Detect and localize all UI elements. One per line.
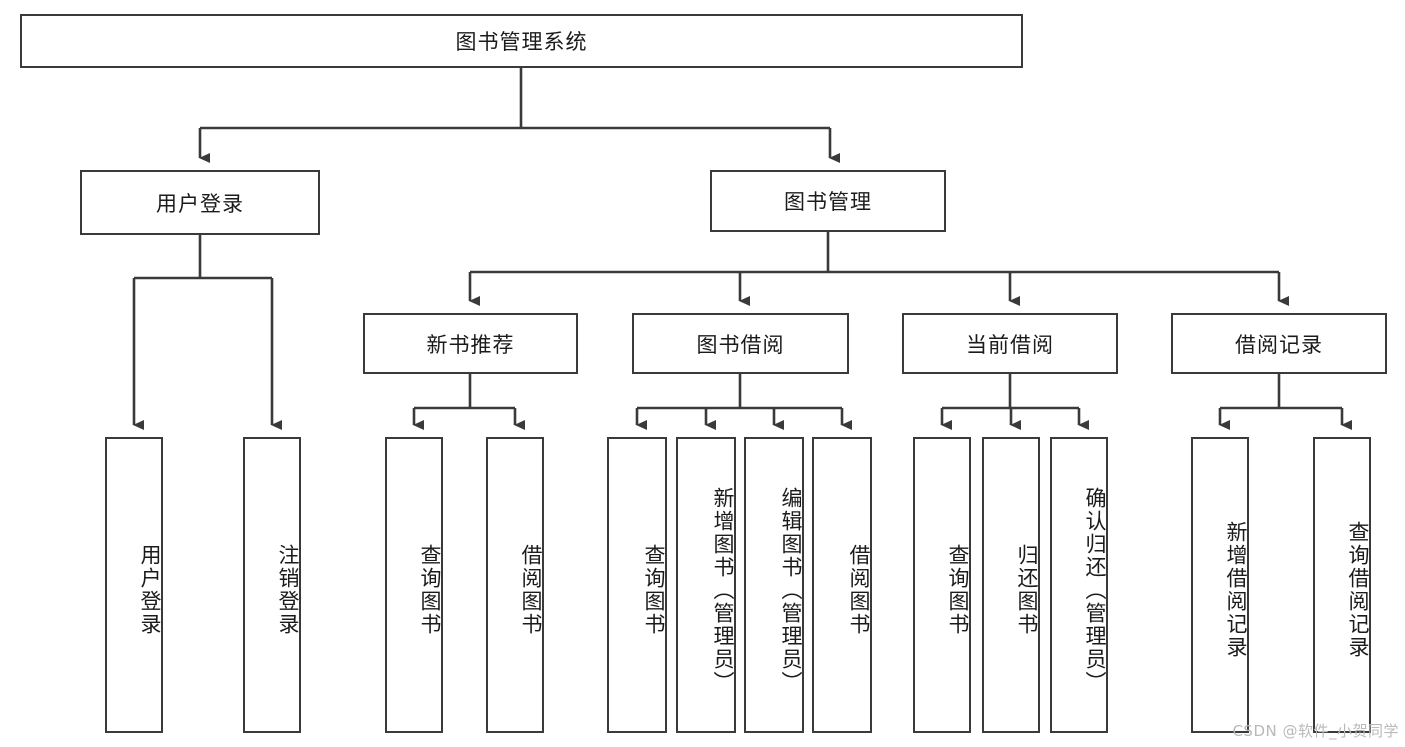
node-label: 借阅图书 [847, 544, 871, 636]
node-label: 查询图书 [418, 544, 442, 636]
leaf-borrow-book-recommend[interactable]: 借阅图书 [486, 437, 544, 733]
node-label: 新书推荐 [426, 332, 515, 357]
node-label: 图书管理系统 [455, 30, 588, 54]
leaf-add-borrow-record[interactable]: 新增借阅记录 [1191, 437, 1249, 733]
node-label: 新增借阅记录 [1224, 521, 1248, 659]
leaf-user-login[interactable]: 用户登录 [105, 437, 163, 733]
leaf-edit-book-admin[interactable]: 编辑图书（管理员） [744, 437, 804, 733]
node-label: 图书管理 [784, 190, 872, 214]
node-current-borrow[interactable]: 当前借阅 [902, 313, 1118, 374]
node-label: 当前借阅 [966, 332, 1054, 357]
leaf-return-book[interactable]: 归还图书 [982, 437, 1040, 733]
node-label: 用户登录 [156, 191, 244, 216]
node-label: 确认归还（管理员） [1083, 486, 1107, 694]
node-book-borrow[interactable]: 图书借阅 [632, 313, 849, 374]
node-borrow-records[interactable]: 借阅记录 [1171, 313, 1387, 374]
node-label: 编辑图书（管理员） [779, 486, 803, 694]
leaf-confirm-return-admin[interactable]: 确认归还（管理员） [1050, 437, 1108, 733]
leaf-logout-login[interactable]: 注销登录 [243, 437, 301, 733]
leaf-query-book-recommend[interactable]: 查询图书 [385, 437, 443, 733]
node-label: 查询图书 [642, 544, 666, 636]
node-new-book-recommend[interactable]: 新书推荐 [363, 313, 578, 374]
node-label: 查询图书 [946, 544, 970, 636]
leaf-add-book-admin[interactable]: 新增图书（管理员） [676, 437, 736, 733]
node-label: 借阅记录 [1235, 332, 1323, 357]
leaf-borrow-book[interactable]: 借阅图书 [812, 437, 872, 733]
leaf-query-book-borrow[interactable]: 查询图书 [607, 437, 667, 733]
node-user-login[interactable]: 用户登录 [80, 170, 320, 235]
leaf-query-borrow-record[interactable]: 查询借阅记录 [1313, 437, 1371, 733]
leaf-query-book-current[interactable]: 查询图书 [913, 437, 971, 733]
node-label: 用户登录 [138, 544, 162, 636]
node-label: 查询借阅记录 [1346, 521, 1370, 659]
node-label: 注销登录 [276, 544, 300, 636]
node-label: 新增图书（管理员） [711, 486, 735, 694]
node-label: 归还图书 [1015, 544, 1039, 636]
node-label: 借阅图书 [519, 544, 543, 636]
node-root[interactable]: 图书管理系统 [20, 14, 1023, 68]
node-book-management[interactable]: 图书管理 [710, 170, 946, 232]
node-label: 图书借阅 [696, 332, 785, 357]
